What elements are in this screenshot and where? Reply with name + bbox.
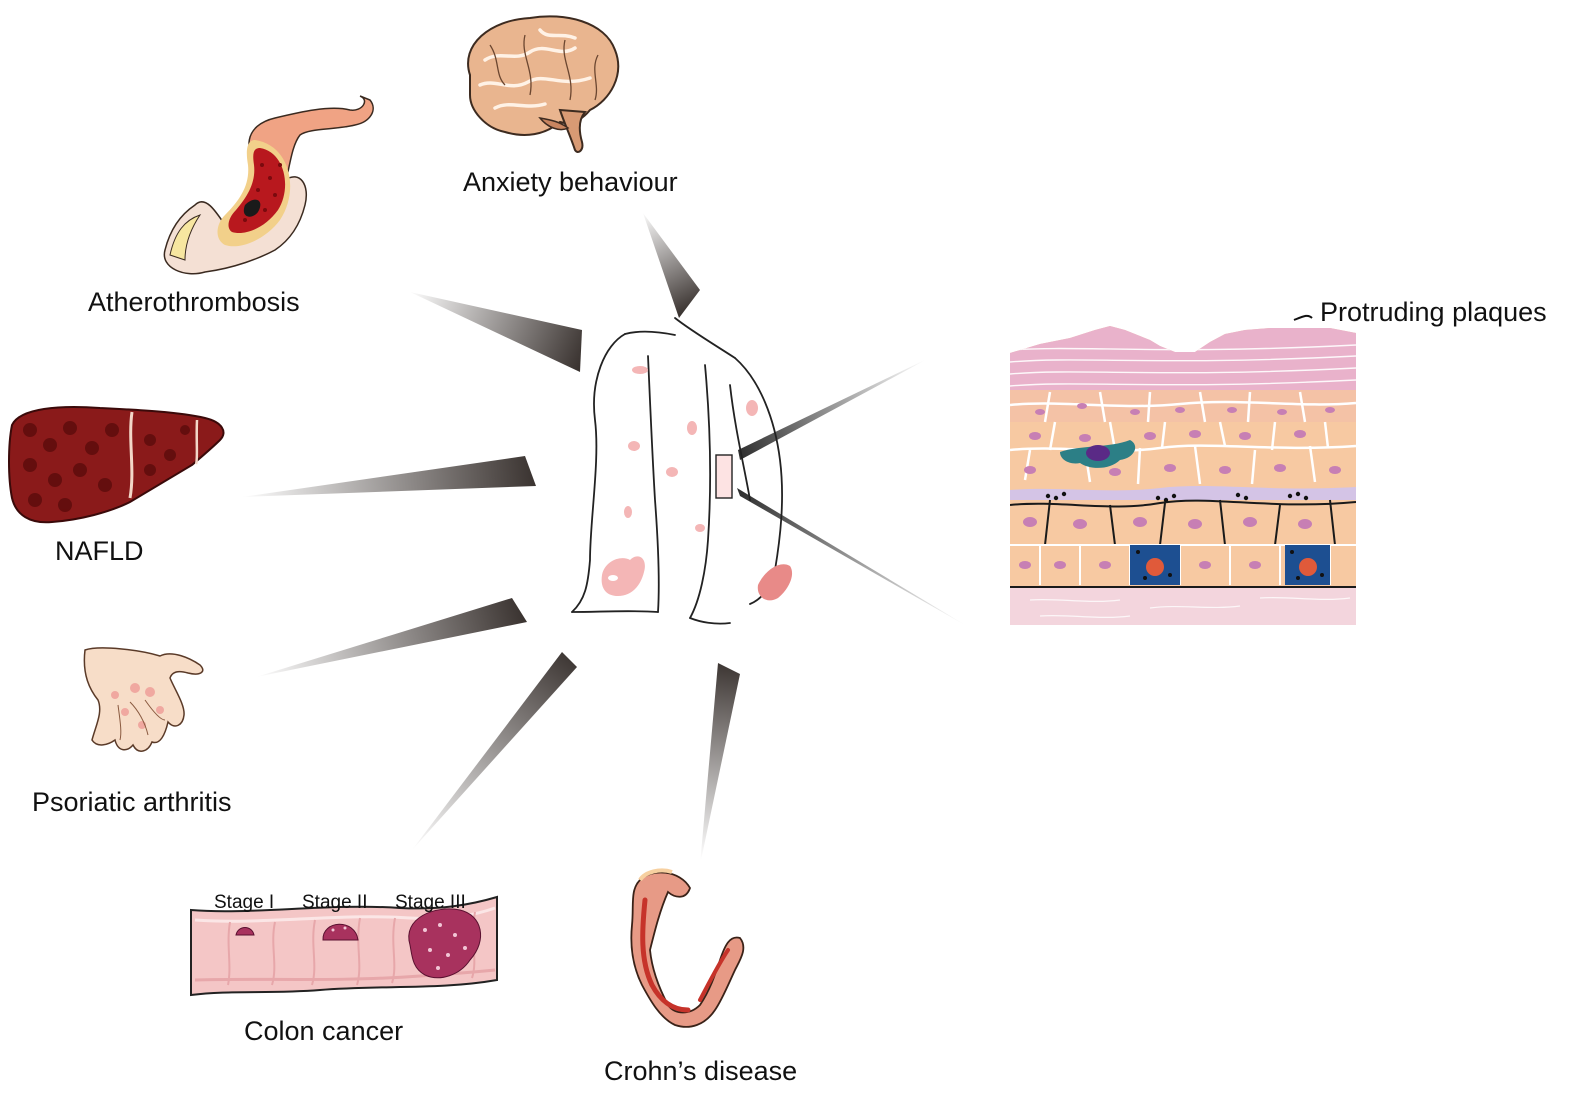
label-nafld: NAFLD bbox=[55, 536, 144, 566]
pointer-psoriatic-arthritis bbox=[256, 598, 527, 677]
pointer-atherothrombosis bbox=[410, 292, 582, 372]
polyp-stage2 bbox=[322, 923, 359, 941]
label-crohns: Crohn’s disease bbox=[604, 1056, 798, 1086]
colon-icon bbox=[190, 895, 498, 997]
hand-icon bbox=[83, 647, 204, 752]
artery-icon bbox=[163, 95, 374, 275]
label-stage-2: Stage II bbox=[302, 892, 368, 913]
intestine-icon bbox=[630, 868, 745, 1028]
polyp-stage3 bbox=[408, 908, 481, 979]
skin-section-icon bbox=[1010, 314, 1356, 625]
brain-icon bbox=[467, 15, 620, 153]
label-psoriatic-arthritis: Psoriatic arthritis bbox=[32, 787, 232, 817]
zoom-box bbox=[715, 454, 733, 499]
back-torso-icon bbox=[571, 317, 783, 625]
liver-icon bbox=[8, 405, 225, 524]
zoom-line-upper bbox=[738, 356, 933, 460]
pointer-anxiety bbox=[643, 213, 700, 318]
label-stage-1: Stage I bbox=[214, 892, 275, 913]
label-colon-cancer: Colon cancer bbox=[244, 1016, 404, 1046]
label-anxiety: Anxiety behaviour bbox=[463, 167, 678, 197]
label-protruding-plaques: Protruding plaques bbox=[1320, 297, 1547, 327]
pointer-colon-cancer bbox=[412, 652, 577, 850]
pointer-crohns bbox=[700, 663, 740, 865]
pointer-nafld bbox=[242, 456, 536, 497]
label-atherothrombosis: Atherothrombosis bbox=[88, 287, 300, 317]
psoriasis-lesions bbox=[601, 366, 793, 601]
label-stage-3: Stage III bbox=[395, 892, 466, 913]
zoom-line-lower bbox=[737, 488, 977, 632]
polyp-stage1 bbox=[235, 927, 255, 936]
